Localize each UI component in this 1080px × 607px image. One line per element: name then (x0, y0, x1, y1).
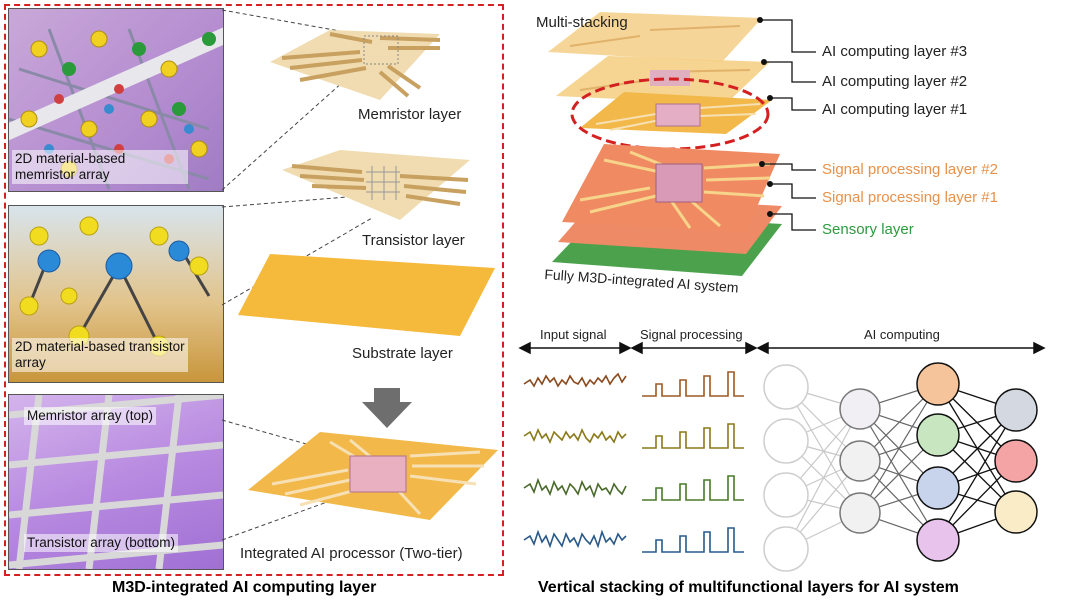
transistor-bottom-label: Transistor array (bottom) (24, 534, 179, 552)
transistor-layer-shape (282, 150, 470, 220)
stack-label-ai3: AI computing layer #3 (822, 43, 968, 60)
stack-label-ai1: AI computing layer #1 (822, 101, 968, 118)
transistor-array-label: 2D material-based transistor array (12, 338, 188, 372)
network-output-nodes (994, 388, 1038, 534)
multi-stacking-label: Multi-stacking (536, 14, 628, 31)
memristor-layer-label: Memristor layer (358, 106, 462, 123)
integrated-processor-shape (248, 432, 498, 520)
right-panel-caption: Vertical stacking of multifunctional lay… (538, 579, 959, 596)
network-hidden2-nodes (916, 362, 960, 562)
stack-label-sp2: Signal processing layer #2 (822, 161, 998, 178)
left-panel-frame (4, 4, 504, 576)
memristor-array-label: 2D material-based memristor array (12, 150, 188, 184)
stack-label-sensory: Sensory layer (822, 221, 914, 238)
stack-label-ai2: AI computing layer #2 (822, 73, 968, 90)
substrate-layer-shape (238, 254, 495, 336)
pipeline-input-label: Input signal (540, 327, 607, 342)
memristor-lattice-illustration (9, 22, 223, 190)
integrated-processor-label: Integrated AI processor (Two-tier) (240, 545, 463, 562)
transistor-layer-label: Transistor layer (362, 232, 465, 249)
network-input-nodes (763, 364, 809, 572)
memristor-layer-shape (270, 30, 441, 100)
down-arrow (362, 388, 412, 428)
stack-label-sp1: Signal processing layer #1 (822, 189, 998, 206)
memristor-top-label: Memristor array (top) (24, 407, 157, 425)
network-hidden-nodes (839, 388, 881, 534)
pipeline-processing-label: Signal processing (640, 327, 743, 342)
pipeline-ai-label: AI computing (864, 327, 940, 342)
substrate-layer-label: Substrate layer (352, 345, 453, 362)
left-panel-caption: M3D-integrated AI computing layer (112, 579, 377, 596)
processed-signals (642, 371, 744, 553)
input-signals (523, 372, 627, 549)
